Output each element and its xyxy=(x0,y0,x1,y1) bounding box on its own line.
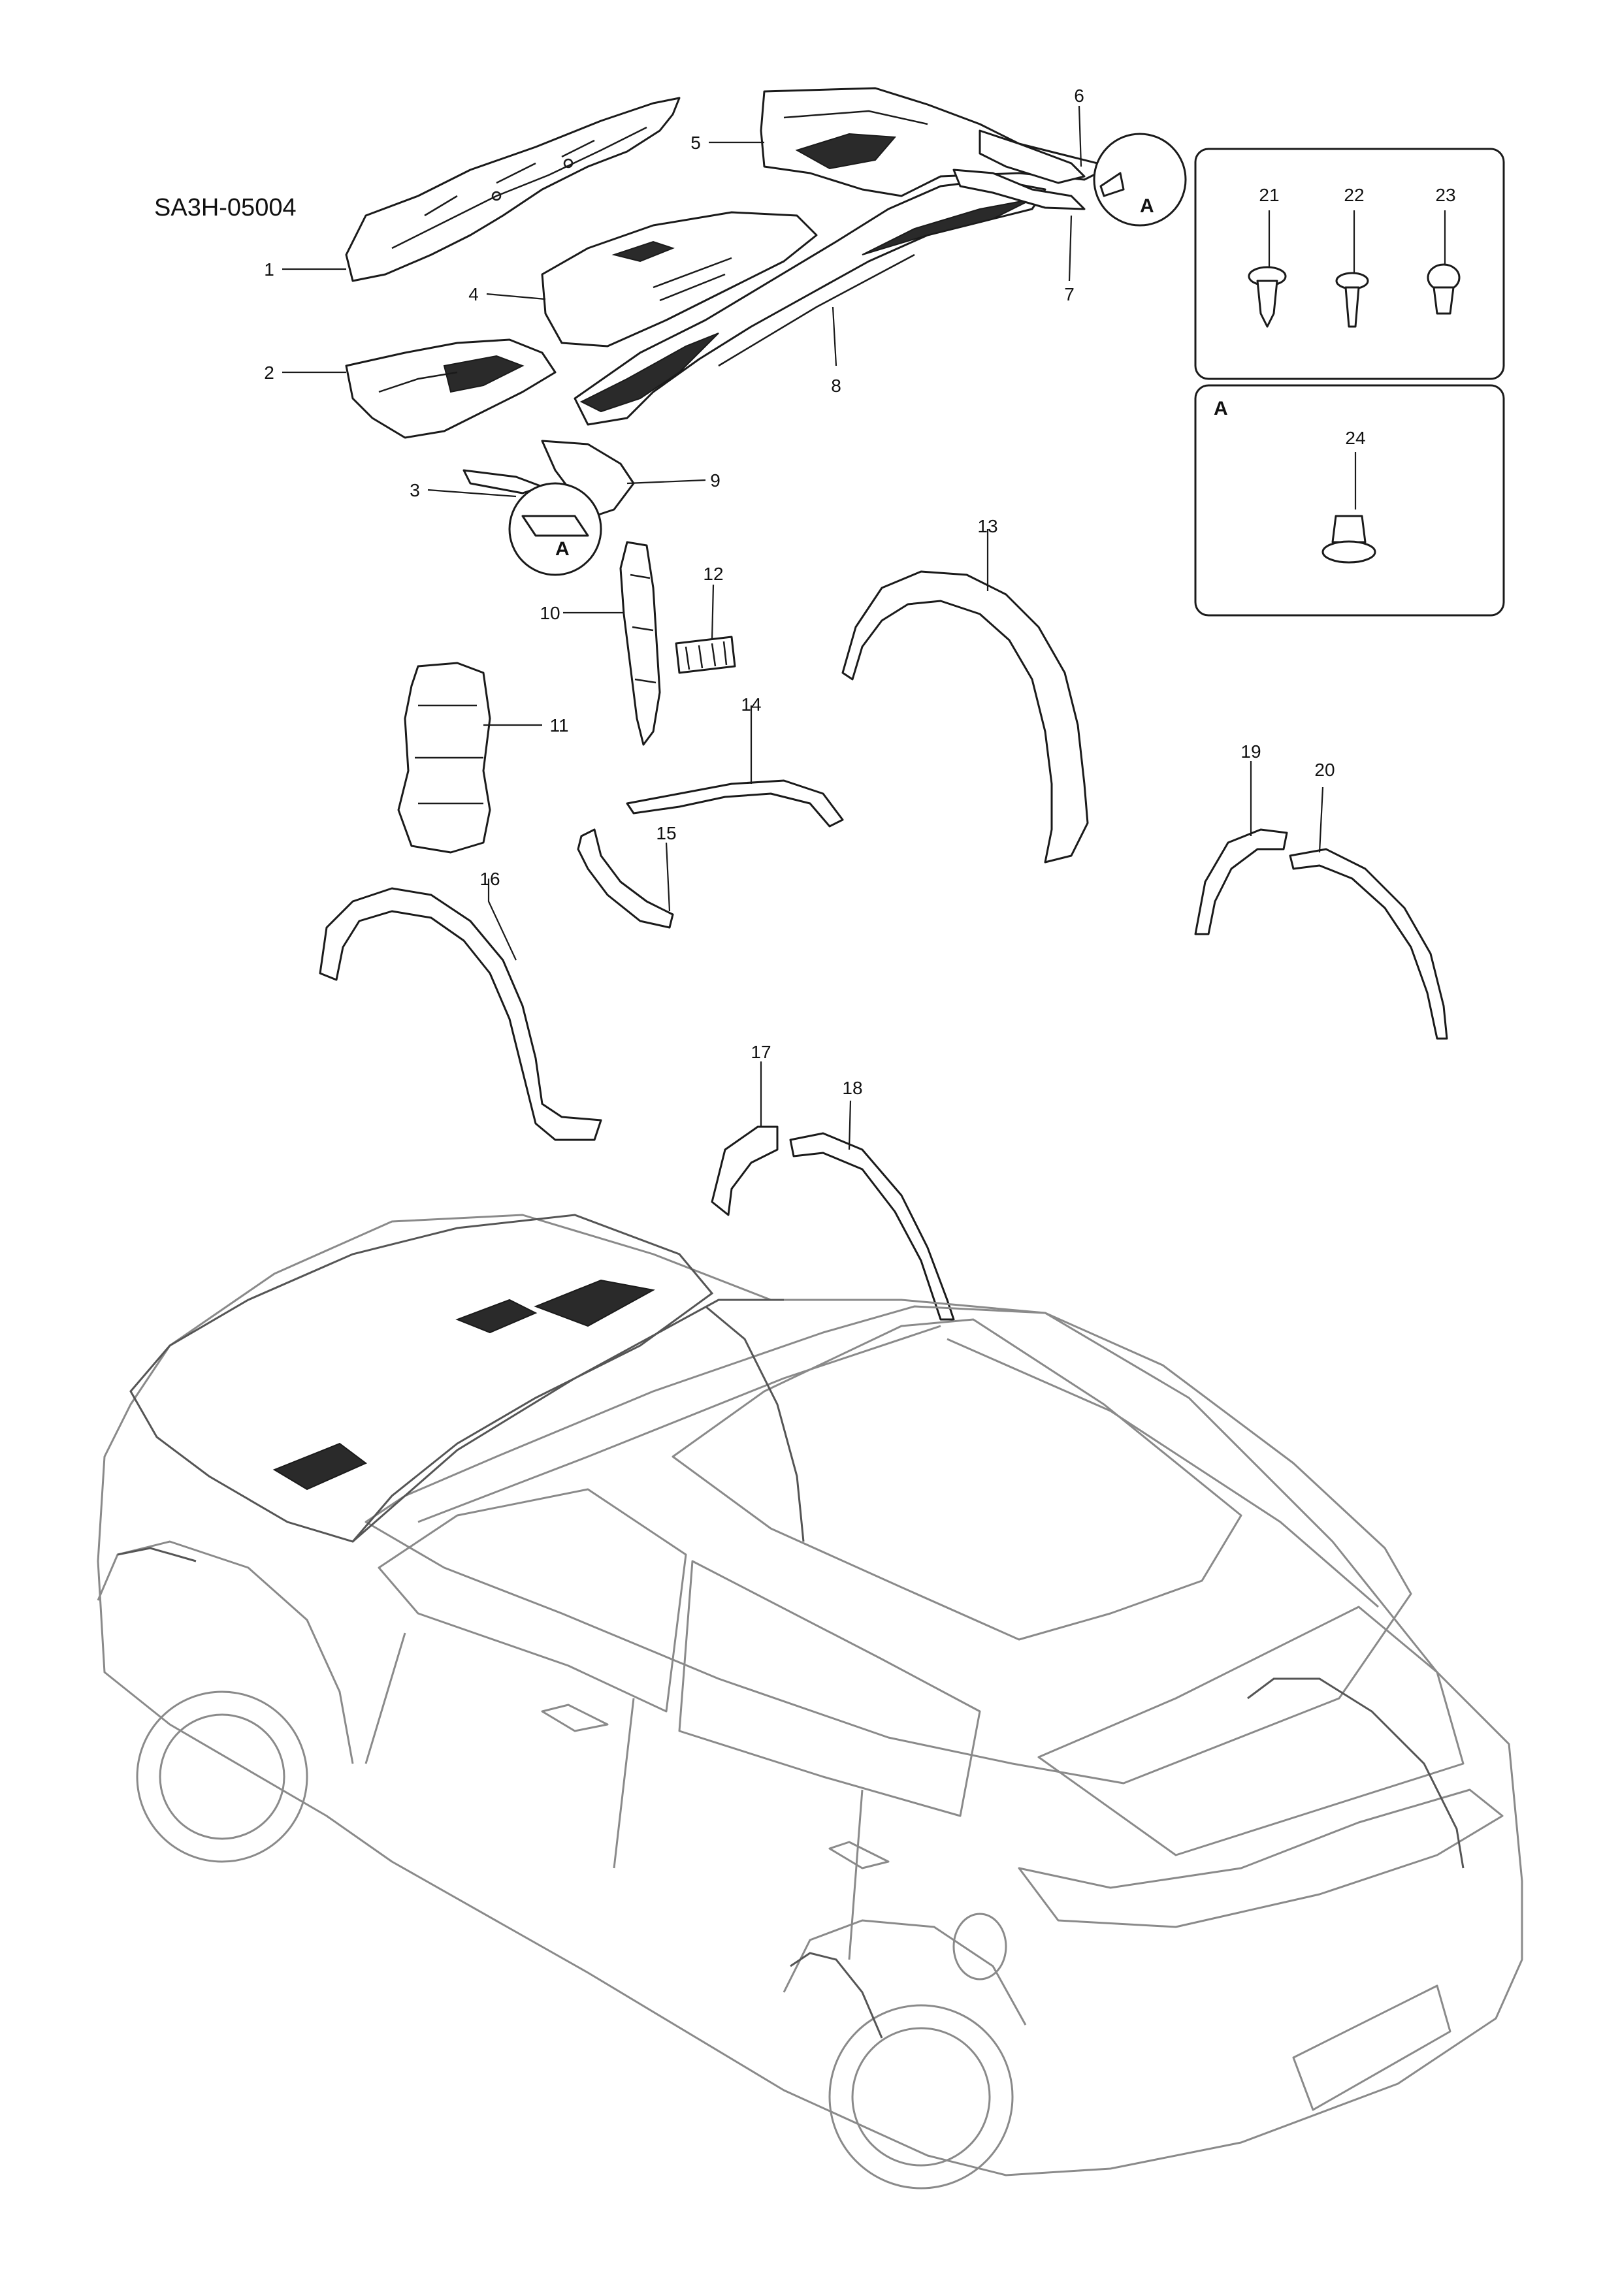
callout-15: 15 xyxy=(656,823,676,843)
callout-4: 4 xyxy=(468,284,479,304)
part-4-center-cover xyxy=(541,211,818,348)
part-6-7-brackets xyxy=(952,129,1086,210)
part-13-arch-liner xyxy=(841,570,1089,864)
part-14-long-bracket xyxy=(626,779,844,828)
part-9-bracket xyxy=(541,440,635,517)
detail-box-a: A xyxy=(1194,384,1505,617)
detail-box-letter: A xyxy=(1214,398,1228,419)
part-19-arch xyxy=(1194,828,1288,935)
fastener-21-clip xyxy=(1248,266,1287,328)
callout-9: 9 xyxy=(710,470,721,491)
part-12-filter xyxy=(675,636,736,674)
fastener-box xyxy=(1194,148,1505,380)
callout-21: 21 xyxy=(1259,185,1279,205)
callout-5: 5 xyxy=(690,133,701,153)
detail-letter-top: A xyxy=(1140,195,1154,217)
part-18-moulding xyxy=(789,1132,955,1321)
vehicle-outline xyxy=(97,1214,1523,2190)
callout-10: 10 xyxy=(540,603,560,623)
callout-23: 23 xyxy=(1435,185,1455,205)
part-15-bracket xyxy=(577,828,674,929)
callout-17: 17 xyxy=(751,1042,771,1062)
part-20-arch xyxy=(1289,848,1448,1040)
part-11-duct xyxy=(397,662,491,854)
detail-letter-bottom: A xyxy=(555,538,570,560)
callout-22: 22 xyxy=(1344,185,1364,205)
callout-labels: 1 2 3 4 5 6 7 8 9 10 12 13 14 15 11 16 1… xyxy=(264,86,1455,1098)
callout-1: 1 xyxy=(264,259,274,280)
fastener-24-nut xyxy=(1321,515,1376,564)
callout-19: 19 xyxy=(1240,741,1261,762)
callout-18: 18 xyxy=(842,1078,862,1098)
callout-6: 6 xyxy=(1074,86,1084,106)
callout-16: 16 xyxy=(479,869,500,889)
part-16-front-arch-moulding xyxy=(319,887,602,1141)
fastener-23-rivet xyxy=(1427,263,1461,315)
installed-parts-on-vehicle xyxy=(117,1214,1465,2039)
part-10-vertical-bracket xyxy=(619,541,661,746)
callout-7: 7 xyxy=(1064,284,1075,304)
part-2-tray xyxy=(345,338,557,439)
part-17-moulding xyxy=(711,1125,779,1216)
callout-14: 14 xyxy=(741,694,761,715)
part-1-front-under-cover xyxy=(345,97,681,282)
fastener-22-screw xyxy=(1335,272,1369,328)
callout-12: 12 xyxy=(703,564,723,584)
part-8-cowl-panel xyxy=(574,178,1046,426)
detail-circle-a-top: A xyxy=(1093,133,1187,227)
diagram-code: SA3H-05004 xyxy=(154,194,297,221)
callout-11: 11 xyxy=(549,715,568,736)
callout-20: 20 xyxy=(1314,760,1335,780)
callout-8: 8 xyxy=(831,376,841,396)
leader-lines xyxy=(282,105,1324,1150)
callout-3: 3 xyxy=(410,480,420,500)
callout-2: 2 xyxy=(264,363,274,383)
callout-24: 24 xyxy=(1345,428,1365,448)
callout-13: 13 xyxy=(977,516,997,536)
detail-circle-a-bottom: A xyxy=(508,482,602,576)
